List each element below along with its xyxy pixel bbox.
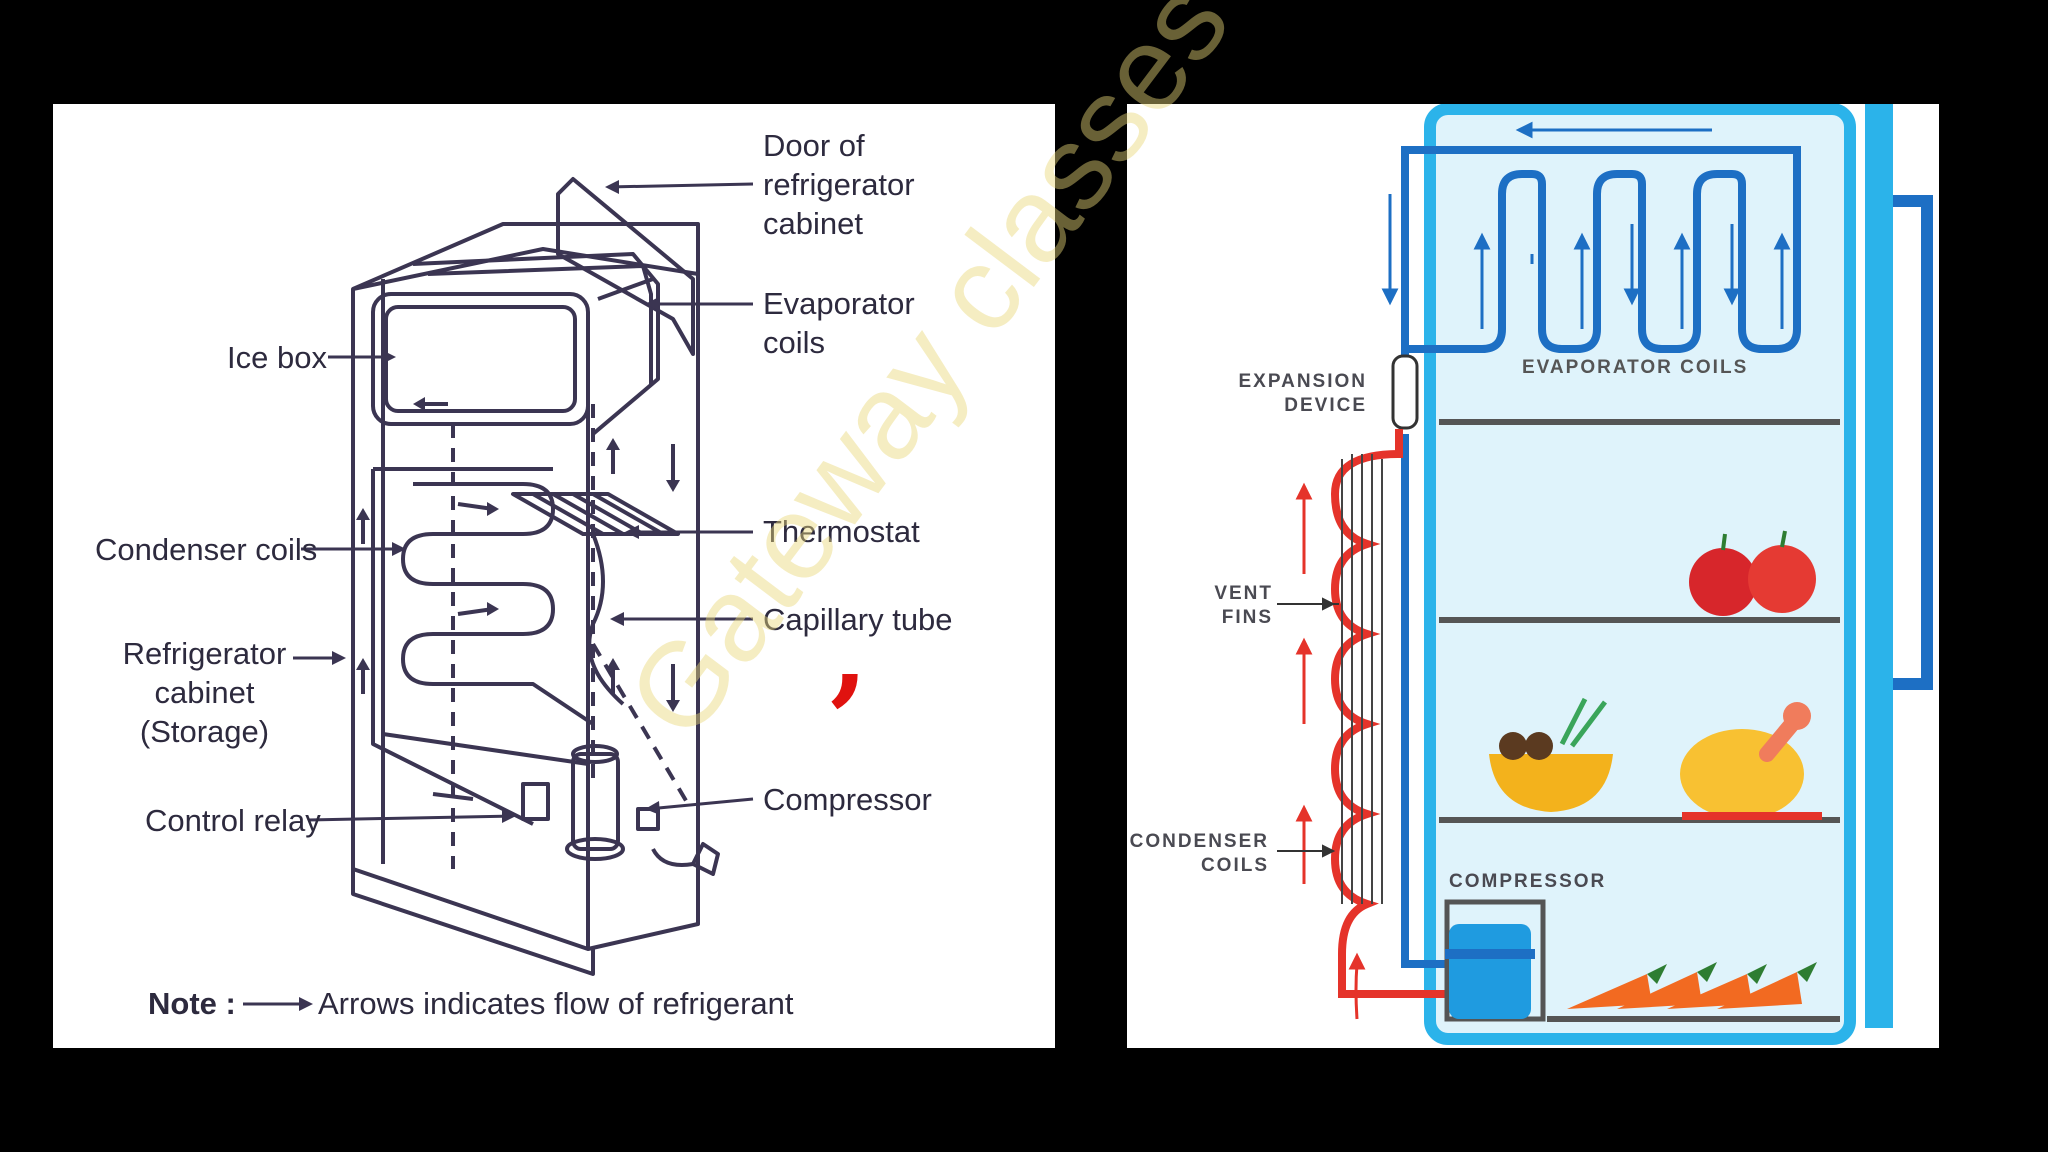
illustration-drawing (1277, 104, 1933, 1045)
apple (1689, 548, 1757, 616)
door-label: Door of refrigerator cabinet (763, 128, 915, 241)
refrigerator-illustration-panel: EVAPORATOR COILS EXPANSION DEVICE VENT F… (1127, 104, 1939, 1048)
ice-box-label: Ice box (227, 340, 327, 375)
note-label: Note : (148, 986, 236, 1021)
door-handle (1893, 195, 1933, 690)
carrots (1567, 972, 1802, 1009)
door-edge (1865, 104, 1893, 1028)
refrigerator-schematic-panel: Door of refrigerator cabinet Evaporator … (53, 104, 1055, 1048)
red-comma-mark: , (830, 588, 869, 717)
apple (1748, 545, 1816, 613)
expansion-device-label: EXPANSION DEVICE (1238, 371, 1367, 416)
schematic-drawing (243, 177, 754, 1011)
compressor-label-right: COMPRESSOR (1449, 871, 1607, 892)
evaporator-coils-label-right: EVAPORATOR COILS (1522, 357, 1749, 378)
condenser-coils-label-right: CONDENSER COILS (1129, 831, 1269, 876)
vent-fins-label: VENT FINS (1214, 583, 1273, 628)
capillary-tube-label: Capillary tube (763, 602, 953, 637)
thermostat-label: Thermostat (763, 514, 920, 549)
condenser-coils-label: Condenser coils (95, 532, 318, 567)
compressor-unit (1449, 924, 1531, 1019)
evaporator-coils-label: Evaporator coils (763, 286, 915, 360)
control-relay-label: Control relay (145, 803, 321, 838)
cabinet-storage-label: Refrigerator cabinet (Storage) (122, 636, 287, 749)
expansion-device (1391, 354, 1419, 430)
compressor-label: Compressor (763, 782, 932, 817)
bowl (1489, 754, 1613, 812)
note-text: Arrows indicates flow of refrigerant (318, 986, 794, 1021)
